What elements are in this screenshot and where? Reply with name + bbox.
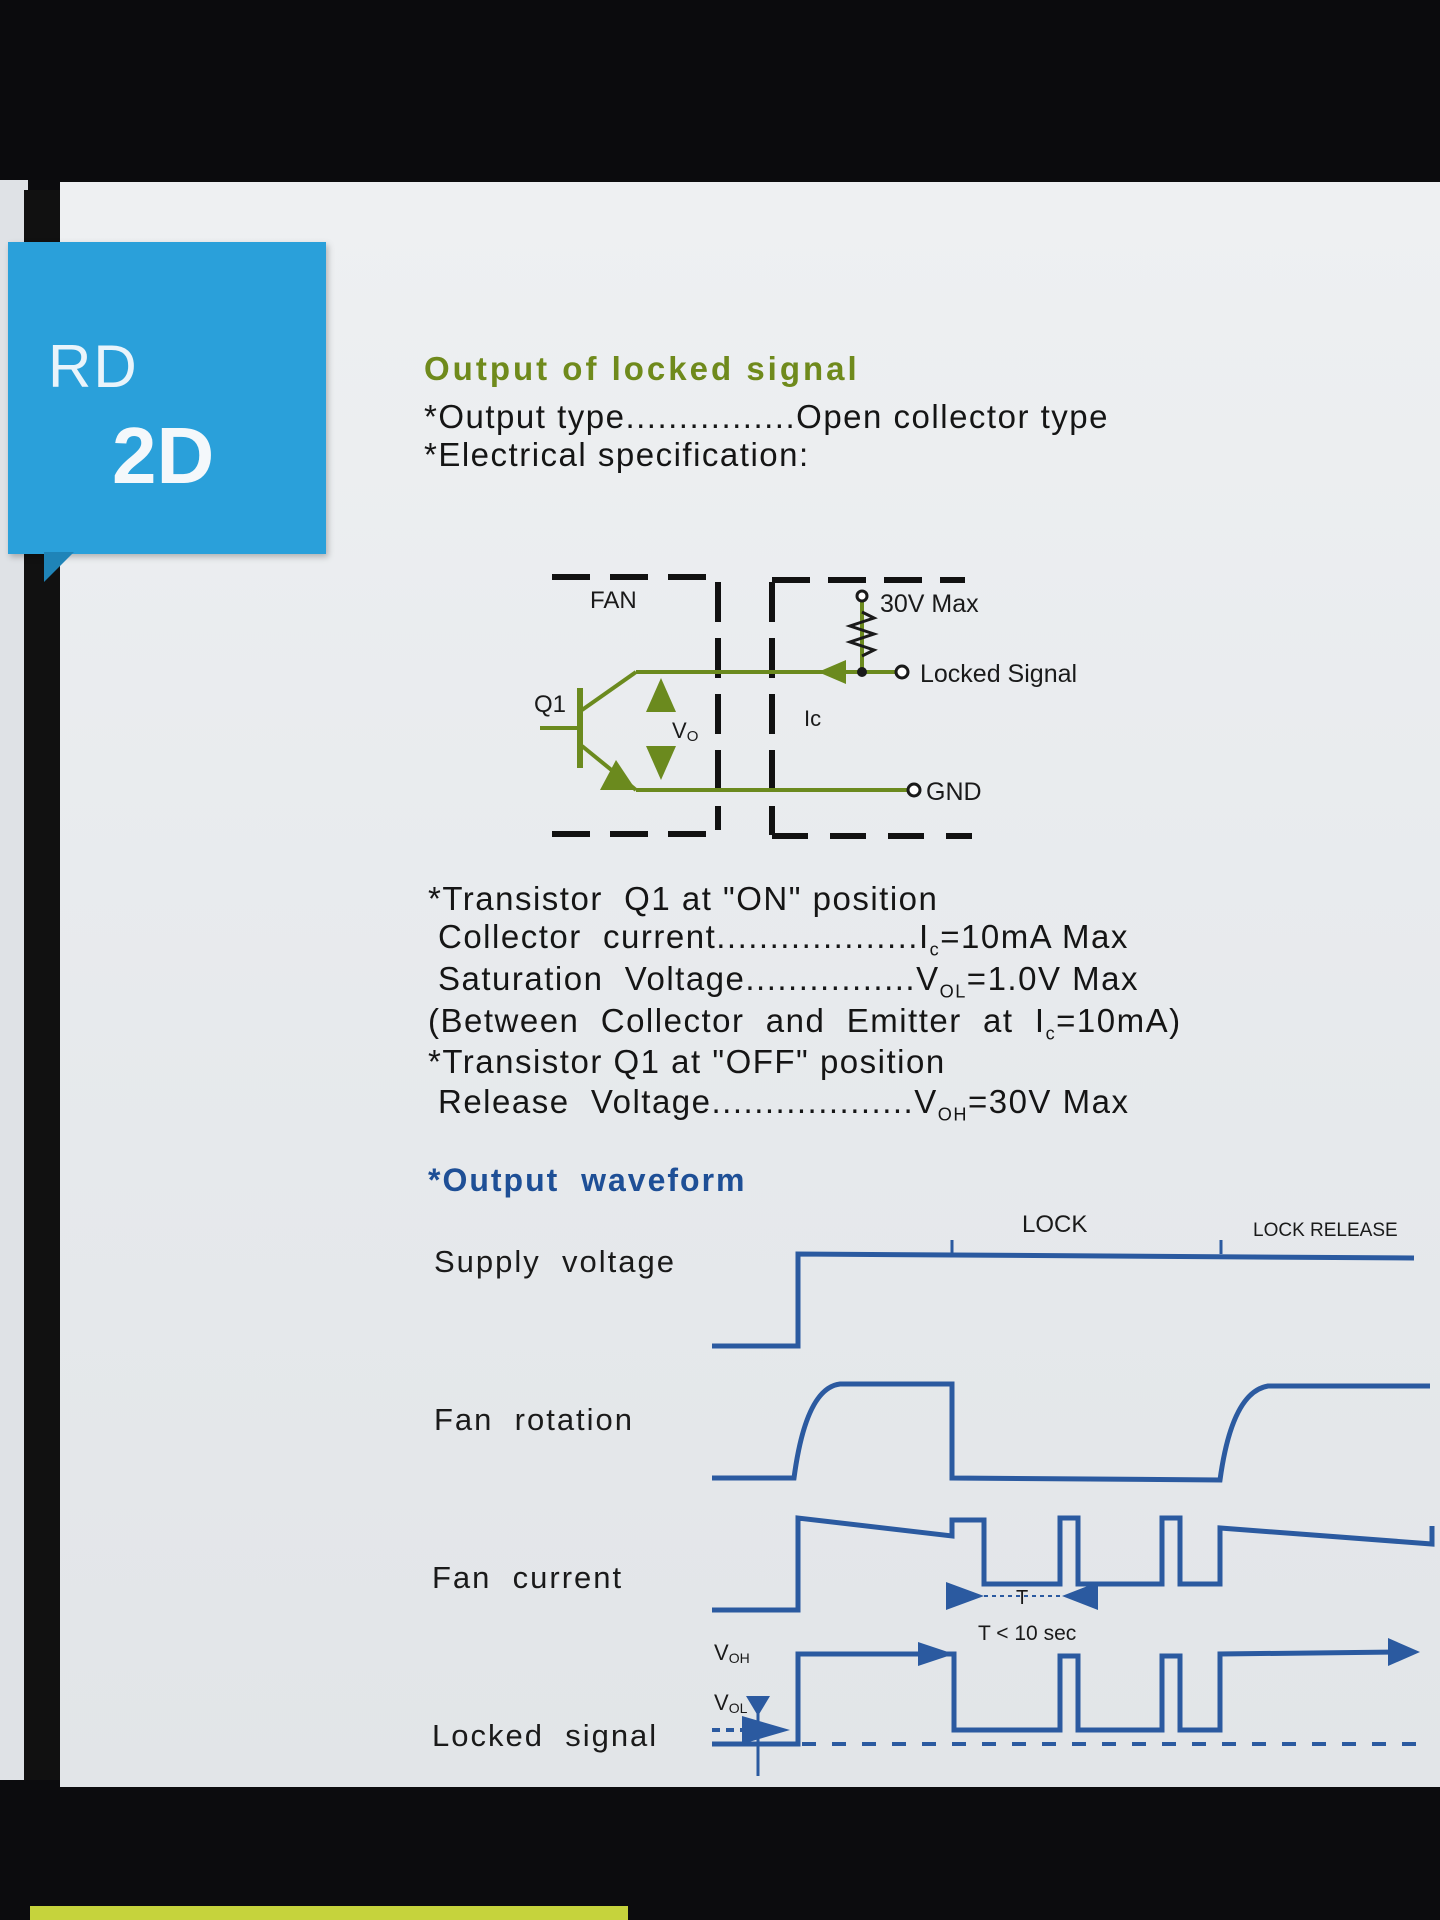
model-badge: RD 2D — [8, 242, 326, 554]
locked-signal-trace — [712, 1649, 1401, 1747]
vo-down-arrow — [646, 746, 676, 780]
waveform-heading: *Output waveform — [428, 1162, 747, 1198]
locked-arrow-1 — [918, 1642, 954, 1666]
vo-label: VO — [672, 718, 698, 745]
badge-line1: RD — [48, 333, 139, 400]
gnd-label: GND — [926, 778, 982, 806]
row-label-supply: Supply voltage — [434, 1244, 676, 1279]
voh-label: VOH — [714, 1640, 750, 1666]
output-type-value: Open collector type — [796, 398, 1109, 435]
fan-current-trace — [712, 1515, 1435, 1613]
output-type-label: *Output type................ — [424, 398, 797, 435]
release-symbol: V — [914, 1083, 938, 1120]
locked-signal-label: Locked Signal — [920, 660, 1077, 688]
release-subscript: OH — [937, 1104, 968, 1125]
row-label-current: Fan current — [432, 1560, 624, 1595]
saturation-voltage-value: =1.0V Max — [966, 960, 1139, 997]
row-label-rotation: Fan rotation — [434, 1402, 635, 1437]
t-arrow-left — [946, 1582, 984, 1610]
locked-arrow-2 — [1388, 1638, 1420, 1666]
release-voltage-value: =30V Max — [967, 1083, 1130, 1120]
between-subscript: c — [1045, 1023, 1057, 1044]
fan-rotation-trace — [712, 1381, 1430, 1483]
ic-label: Ic — [804, 706, 821, 731]
start-arrow — [742, 1716, 790, 1744]
collector-leg — [580, 670, 638, 712]
collector-subscript: c — [929, 939, 941, 960]
collector-current-value: =10mA Max — [940, 918, 1129, 955]
collector-current-line: Collector current...................Ic=1… — [438, 918, 1129, 961]
saturation-subscript: OL — [939, 981, 967, 1002]
electrical-spec-label: *Electrical specification: — [424, 436, 810, 473]
junction-dot — [857, 667, 867, 677]
badge-line2: 2D — [112, 411, 215, 500]
on-position-heading: *Transistor Q1 at "ON" position — [428, 880, 939, 917]
circuit-diagram: FAN Q1 VO Ic 30V Max Locked Signal GND — [534, 574, 1077, 839]
release-voltage-line: Release Voltage...................VOH=30… — [438, 1083, 1129, 1126]
waveform-diagram: LOCK LOCK RELEASE T T < 10 sec VOH VOL — [712, 1211, 1435, 1776]
emitter-arrow — [600, 760, 636, 790]
fan-label: FAN — [590, 587, 637, 614]
gnd-terminal — [906, 782, 922, 798]
saturation-symbol: V — [916, 960, 940, 997]
vol-down-arrow — [746, 1696, 770, 1716]
next-page-strip — [30, 1906, 628, 1920]
vol-label: VOL — [714, 1690, 748, 1716]
ic-arrow — [818, 660, 846, 684]
section-heading: Output of locked signal — [424, 350, 860, 387]
collector-symbol: I — [918, 918, 930, 955]
saturation-voltage-line: Saturation Voltage................VOL=1.… — [438, 960, 1139, 1003]
between-note: (Between Collector and Emitter at Ic=10m… — [428, 1002, 1182, 1045]
release-voltage-label: Release Voltage................... — [438, 1083, 915, 1120]
supply-voltage-trace — [712, 1251, 1415, 1349]
background-top — [0, 0, 1440, 180]
collector-current-label: Collector current................... — [438, 918, 919, 955]
lock-release-label: LOCK RELEASE — [1253, 1220, 1398, 1241]
t-note: T < 10 sec — [978, 1622, 1076, 1645]
lock-label: LOCK — [1022, 1211, 1087, 1238]
supply-terminal — [855, 589, 869, 603]
saturation-voltage-label: Saturation Voltage................ — [438, 960, 917, 997]
between-note-value: =10mA) — [1056, 1002, 1182, 1039]
off-position-heading: *Transistor Q1 at "OFF" position — [428, 1043, 946, 1080]
vo-up-arrow — [646, 678, 676, 712]
output-type-line: *Output type................Open collect… — [424, 398, 1109, 436]
badge-fold — [44, 552, 74, 582]
max-voltage-label: 30V Max — [880, 590, 979, 618]
t-label: T — [1016, 1587, 1028, 1609]
between-note-text: (Between Collector and Emitter at I — [428, 1002, 1046, 1039]
locked-signal-terminal — [894, 664, 910, 680]
q1-label: Q1 — [534, 691, 566, 718]
t-arrow-right — [1062, 1582, 1098, 1610]
resistor — [845, 610, 879, 658]
row-label-locked: Locked signal — [432, 1718, 659, 1753]
